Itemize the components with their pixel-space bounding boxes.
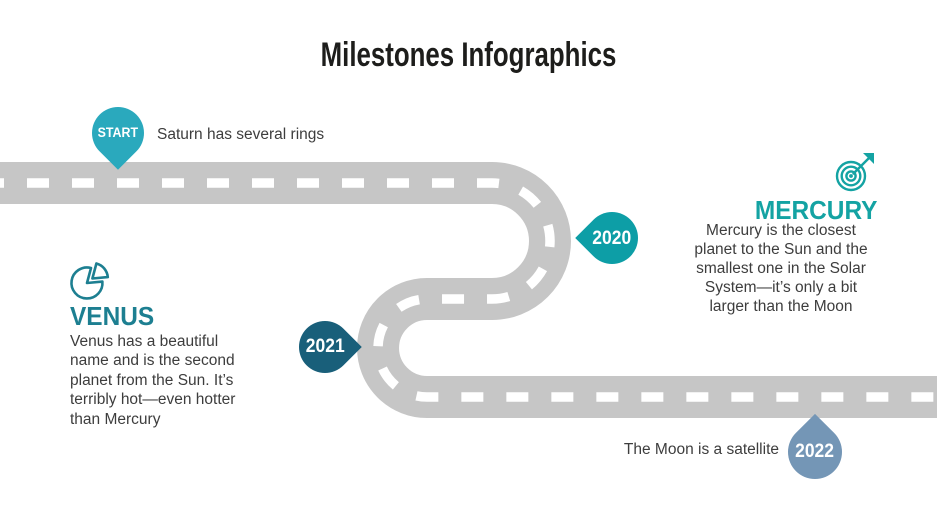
body-line: System—it’s only a bit	[704, 279, 858, 296]
topic-heading-venus: VENUS	[70, 301, 155, 331]
dart-target-icon	[835, 153, 874, 192]
topic-heading-mercury: MERCURY	[754, 195, 877, 225]
pin-2022-label: 2022	[795, 441, 835, 463]
milestone-note-start: Saturn has several rings	[157, 126, 325, 143]
topic-body-mercury: Mercury is the closest planet to the Sun…	[685, 221, 877, 316]
pin-2020-label: 2020	[592, 227, 632, 249]
pin-2021-label: 2021	[305, 336, 345, 358]
milestone-note-2022: The Moon is a satellite	[623, 441, 779, 458]
body-line: than Mercury	[70, 410, 161, 428]
slide-title: Milestones Infographics	[320, 36, 617, 74]
road-center-dashes	[0, 178, 937, 402]
pin-start-label: START	[97, 125, 139, 141]
topic-body-venus: Venus has a beautiful name and is the se…	[70, 332, 270, 429]
dart-flights	[863, 153, 874, 164]
body-line: name and is the second	[70, 352, 235, 370]
body-line: planet from the Sun. It’s	[70, 371, 234, 389]
body-line: smallest one in the Solar	[696, 260, 866, 277]
body-line: larger than the Moon	[709, 298, 853, 315]
pie-chart-icon	[70, 262, 110, 300]
body-line: terribly hot—even hotter	[70, 391, 236, 409]
body-line: Venus has a beautiful	[70, 333, 219, 350]
body-line: Mercury is the closest	[706, 222, 856, 239]
body-line: planet to the Sun and the	[694, 241, 868, 258]
